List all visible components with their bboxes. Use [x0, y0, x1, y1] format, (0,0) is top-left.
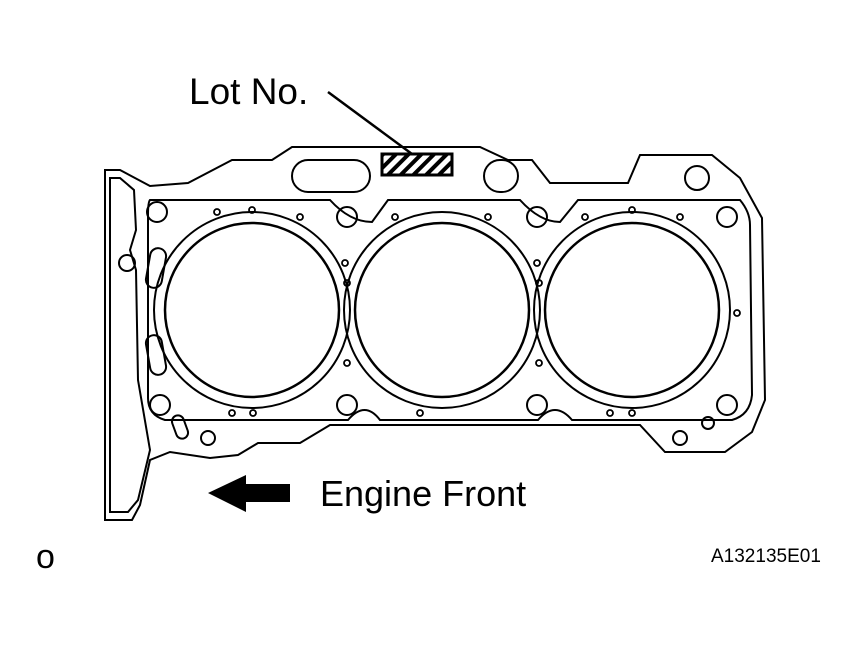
bolt-hole [200, 430, 216, 446]
cylinder-bore-3-bead [533, 211, 731, 409]
engine-front-label: Engine Front [320, 473, 527, 514]
cylinder-bore-3 [543, 221, 721, 399]
bolt-hole [526, 394, 548, 416]
side-slot [144, 334, 168, 376]
side-slot [144, 247, 168, 289]
gasket-seal-bead [147, 199, 754, 421]
flange-inner-line [109, 177, 152, 513]
cylinder-bore-1 [163, 221, 341, 399]
dowel-hole [118, 254, 136, 272]
lot-number-plate [380, 152, 454, 177]
gasket-outer-outline [104, 146, 767, 521]
reference-code: A132135E01 [711, 546, 821, 567]
top-slot-left [291, 159, 371, 193]
bolt-hole [146, 201, 168, 223]
water-jacket-holes [213, 206, 741, 417]
side-slot [170, 414, 190, 440]
cylinder-bore-1-bead [153, 211, 351, 409]
top-hole-right [684, 165, 710, 191]
bolt-hole [716, 394, 738, 416]
bolt-hole [336, 394, 358, 416]
corner-mark: o [36, 538, 55, 576]
bolt-hole [701, 416, 715, 430]
top-slot-right [483, 159, 519, 193]
lot-number-label: Lot No. [189, 71, 309, 112]
cylinder-bore-2 [353, 221, 531, 399]
bolt-hole [672, 430, 688, 446]
bolt-hole [149, 394, 171, 416]
bolt-hole [526, 206, 548, 228]
bolt-hole [716, 206, 738, 228]
lot-leader-line [327, 90, 413, 156]
bolt-hole [336, 206, 358, 228]
cylinder-bore-2-bead [343, 211, 541, 409]
engine-front-arrow [208, 475, 290, 512]
